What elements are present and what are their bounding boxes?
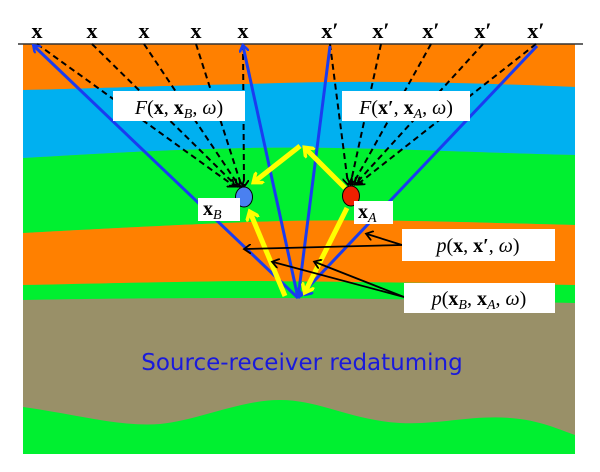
- sub-B: B: [184, 107, 193, 122]
- omega: ω: [202, 97, 216, 119]
- yellow-ray-xA-to-focal: [305, 206, 350, 292]
- blue-ray-right-outer: [296, 44, 539, 300]
- annotation-arrows: [245, 234, 405, 298]
- label-F-left: F(x, xB, ω): [113, 91, 245, 122]
- yellow-ray-xA-to-apex: [305, 148, 347, 190]
- arrow-p-redatumed-left: [273, 262, 405, 298]
- receiver-x-4: x: [191, 18, 202, 43]
- sub-A: A: [413, 107, 423, 122]
- arg-x-prime: x′: [378, 97, 394, 119]
- arrow-p-surface-left: [245, 245, 403, 249]
- arg-x: x: [453, 235, 463, 257]
- arg-xA: x: [477, 288, 487, 310]
- F-symbol: F: [358, 97, 372, 119]
- label-xA: xA: [354, 201, 393, 226]
- receiver-x-2: x: [87, 18, 98, 43]
- label-xB: xB: [198, 198, 240, 223]
- receiver-x-1: x: [32, 18, 43, 43]
- sub-B: B: [458, 298, 467, 313]
- omega: ω: [506, 288, 520, 310]
- arg-xA: x: [404, 97, 414, 119]
- label-p-surface: p(x, x′, ω): [402, 229, 555, 261]
- xB-base: x: [203, 198, 213, 220]
- xA-base: x: [358, 201, 368, 223]
- receiver-x-prime-2: x′: [372, 18, 389, 43]
- arg-x: x: [154, 97, 164, 119]
- omega: ω: [432, 97, 446, 119]
- receiver-x-prime-4: x′: [474, 18, 491, 43]
- caption: Source-receiver redatuming: [141, 350, 462, 376]
- label-p-redatumed: p(xB, xA, ω): [404, 283, 555, 313]
- layer-green-upper: [23, 147, 575, 233]
- sub-A: A: [486, 298, 496, 313]
- omega: ω: [499, 235, 513, 257]
- p-symbol: p: [434, 235, 446, 257]
- svg-text:p(xB, xA, ω): p(xB, xA, ω): [430, 288, 527, 313]
- layer-orange-top: [23, 44, 575, 90]
- arrow-p-redatumed-right: [315, 262, 405, 298]
- receiver-x-5: x: [238, 18, 249, 43]
- svg-text:p(x, x′, ω): p(x, x′, ω): [434, 235, 519, 257]
- layer-green-bottom: [23, 400, 575, 454]
- svg-text:F(x′, xA, ω): F(x′, xA, ω): [358, 97, 453, 122]
- F-symbol: F: [134, 97, 148, 119]
- yellow-ray-apex-to-xB: [254, 144, 302, 182]
- redatumed-rays: [250, 144, 350, 297]
- svg-text:xA: xA: [358, 201, 377, 226]
- label-F-right: F(x′, xA, ω): [342, 91, 470, 122]
- receivers-right: x′ x′ x′ x′ x′: [321, 18, 544, 43]
- xB-sub: B: [213, 208, 222, 223]
- dashed-ray-to-xA-1: [329, 43, 348, 184]
- xA-sub: A: [367, 211, 377, 226]
- receiver-x-prime-5: x′: [527, 18, 544, 43]
- arrow-p-surface-right: [367, 234, 403, 246]
- arg-xB: x: [448, 288, 458, 310]
- arg-xB: x: [174, 97, 184, 119]
- receiver-x-prime-1: x′: [321, 18, 338, 43]
- blue-ray-right-inner: [296, 45, 332, 299]
- svg-text:F(x, xB, ω): F(x, xB, ω): [134, 97, 223, 122]
- svg-text:xB: xB: [203, 198, 222, 223]
- arg-x-prime: x′: [473, 235, 489, 257]
- yellow-ray-focal-to-xB: [250, 212, 288, 297]
- p-symbol: p: [430, 288, 442, 310]
- blue-ray-left-outer: [34, 46, 300, 300]
- receiver-x-prime-3: x′: [422, 18, 439, 43]
- receiver-x-3: x: [139, 18, 150, 43]
